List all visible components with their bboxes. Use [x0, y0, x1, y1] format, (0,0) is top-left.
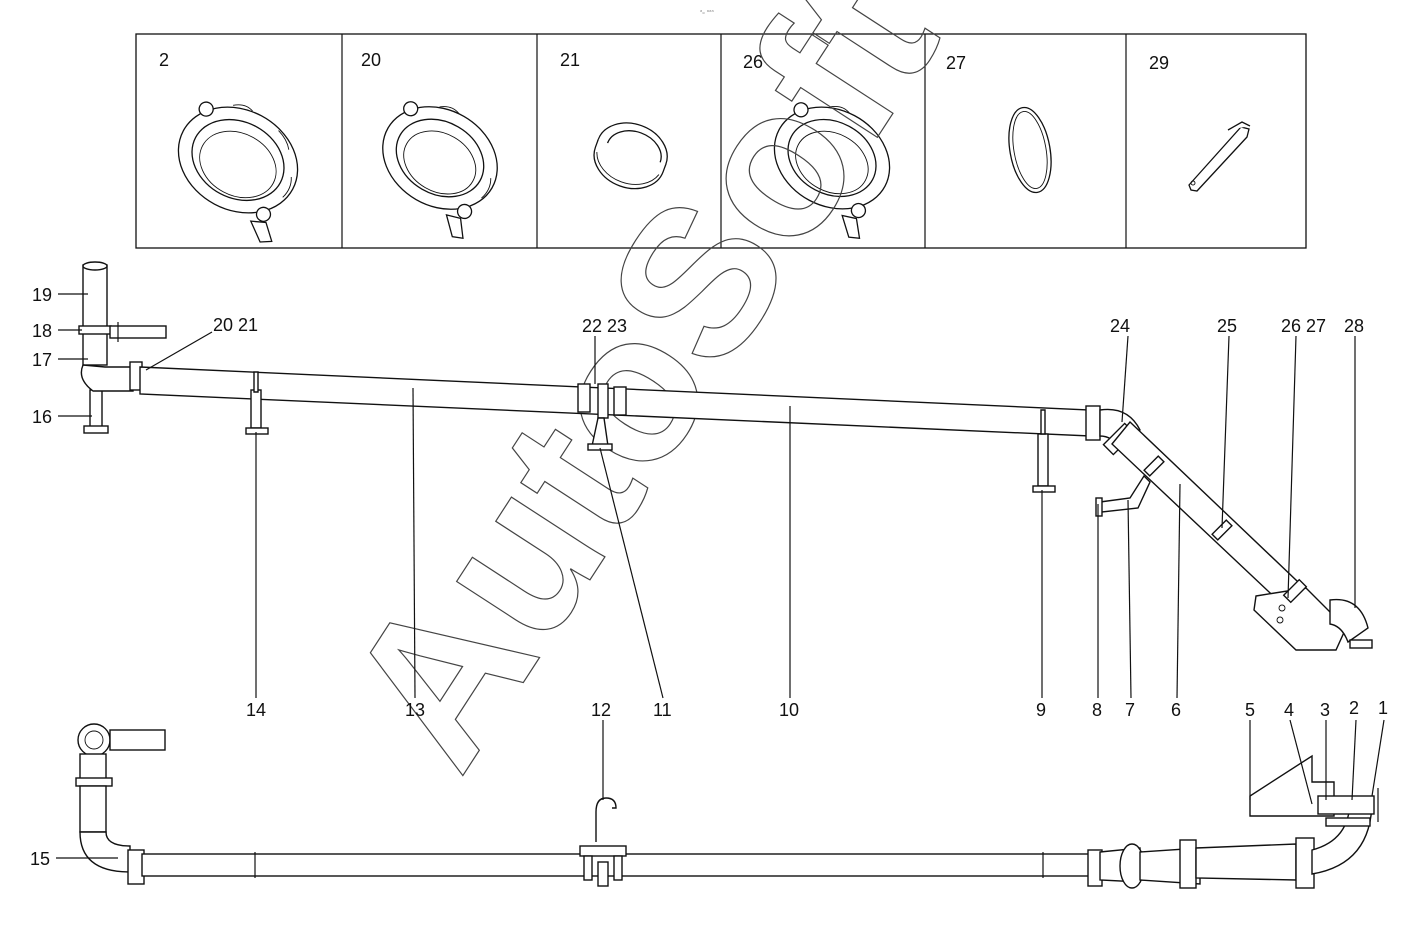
callout-1: 1 — [1378, 698, 1388, 718]
callout-12: 12 — [591, 700, 611, 720]
callout-18: 18 — [32, 321, 52, 341]
callout-16: 16 — [32, 407, 52, 427]
top-mark: ᵃₒ ᵃᵃᵃ — [700, 9, 714, 16]
callout-13: 13 — [405, 700, 425, 720]
inset-label-20: 20 — [361, 50, 381, 70]
leader-lines — [56, 293, 1385, 859]
callout-19: 19 — [32, 285, 52, 305]
callout-4: 4 — [1284, 700, 1294, 720]
callout-8: 8 — [1092, 700, 1102, 720]
inset-label-27: 27 — [946, 53, 966, 73]
inset-bracket-29 — [1188, 121, 1251, 192]
lower-assembly — [75, 723, 1379, 889]
callout-14: 14 — [246, 700, 266, 720]
callout-20-21: 20 21 — [213, 315, 258, 335]
callout-26-27: 26 27 — [1281, 316, 1326, 336]
callout-28: 28 — [1344, 316, 1364, 336]
callout-labels: 19 18 17 16 20 21 22 23 24 25 26 27 28 1… — [30, 285, 1388, 869]
callout-5: 5 — [1245, 700, 1255, 720]
inset-flange-20 — [382, 101, 498, 239]
callout-3: 3 — [1320, 700, 1330, 720]
inset-label-2: 2 — [159, 50, 169, 70]
callout-10: 10 — [779, 700, 799, 720]
callout-6: 6 — [1171, 700, 1181, 720]
callout-25: 25 — [1217, 316, 1237, 336]
inset-table: 2 20 21 26 27 29 — [135, 33, 1307, 249]
callout-9: 9 — [1036, 700, 1046, 720]
inset-ring-21 — [593, 122, 668, 190]
callout-7: 7 — [1125, 700, 1135, 720]
callout-24: 24 — [1110, 316, 1130, 336]
upper-assembly — [78, 261, 1373, 651]
inset-label-29: 29 — [1149, 53, 1169, 73]
inset-flange-26 — [773, 102, 891, 240]
callout-11: 11 — [653, 700, 672, 720]
inset-oring-27 — [1008, 106, 1052, 194]
callout-22-23: 22 23 — [582, 316, 627, 336]
inset-flange-2 — [177, 101, 299, 243]
callout-2: 2 — [1349, 698, 1359, 718]
inset-label-26: 26 — [743, 52, 763, 72]
callout-17: 17 — [32, 350, 52, 370]
callout-15: 15 — [30, 849, 50, 869]
inset-label-21: 21 — [560, 50, 580, 70]
